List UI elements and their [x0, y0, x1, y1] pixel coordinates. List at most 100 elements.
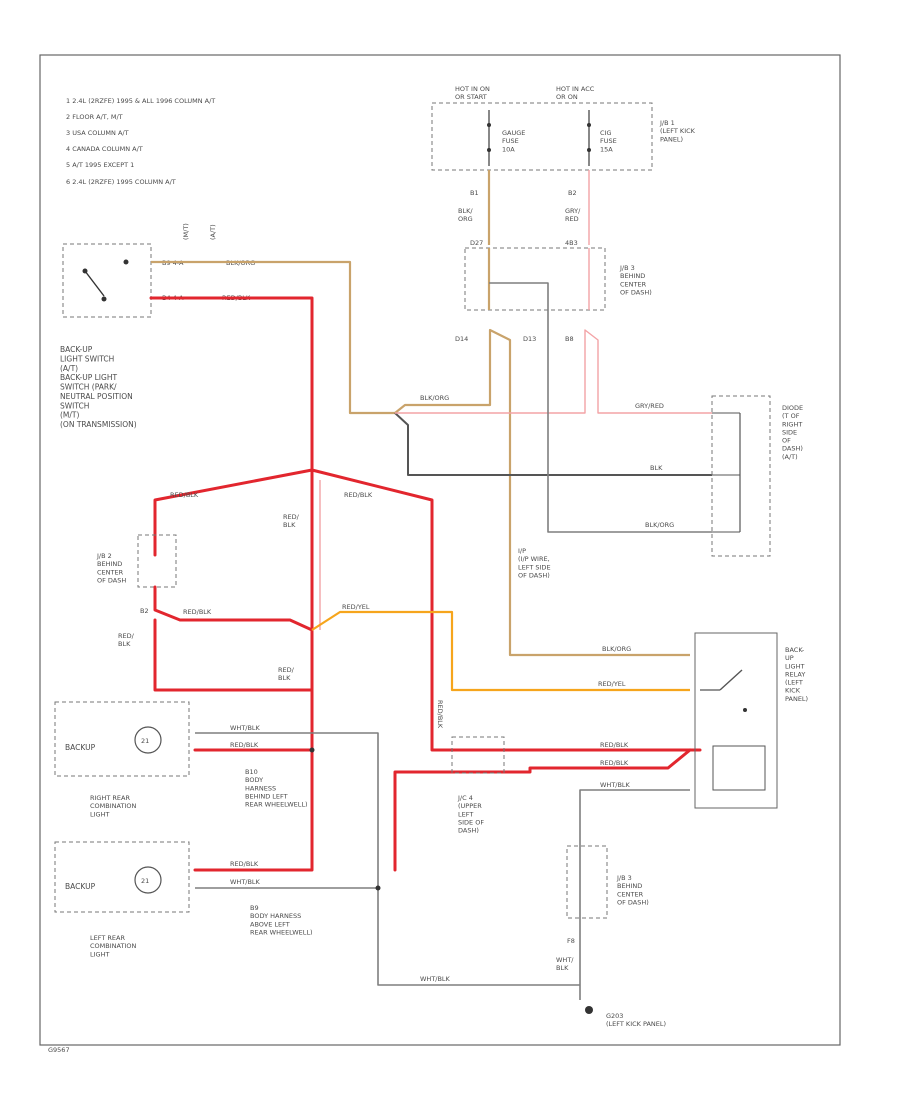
wire-red-blk-split-left: [153, 468, 314, 557]
text-line: OF: [782, 437, 791, 445]
wire-left-label: BLK/ORG: [458, 207, 473, 223]
wire-red-blk-split-right: [310, 468, 702, 752]
text-line: (A/T): [782, 453, 798, 461]
text-line: DIODE: [782, 404, 803, 412]
text-line: BLK: [118, 640, 131, 648]
text-line: BACK-: [785, 646, 805, 654]
right-lamp-wire-2: RED/BLK: [230, 741, 259, 749]
text-line: WHT/: [556, 956, 574, 964]
text-line: (M/T): [60, 411, 80, 420]
right-bulb-icon: [134, 726, 162, 754]
jc4-box: [451, 736, 505, 774]
text-line: OF DASH: [97, 576, 126, 584]
left-bulb-icon: [134, 866, 162, 894]
text-line: BEHIND: [617, 882, 642, 890]
text-line: FUSE: [502, 137, 519, 145]
text-line: BEHIND: [97, 560, 122, 568]
red-yel-label-2: RED/YEL: [598, 680, 626, 688]
text-line: LIGHT: [785, 662, 804, 670]
ground-wire-label: WHT/BLK: [420, 975, 451, 983]
wire-wht-blk-right-lamp: [195, 732, 580, 986]
text-line: BACK-UP LIGHT: [60, 373, 117, 382]
text-line: RED/: [283, 513, 300, 521]
text-line: RED: [565, 215, 579, 223]
wire-red-blk-vertical: [193, 468, 314, 872]
wire-blk-diode: [394, 412, 712, 476]
text-line: LEFT SIDE: [518, 563, 551, 571]
text-line: (LEFT KICK PANEL): [606, 1020, 666, 1028]
text-line: LIGHT: [90, 810, 109, 818]
text-line: B9: [250, 904, 259, 912]
left-lamp-box: [54, 841, 190, 913]
bridge-wire-label: BLK/ORG: [420, 394, 449, 402]
text-line: (I/P WIRE,: [518, 555, 550, 563]
text-line: FUSE: [600, 137, 617, 145]
jb3-box-bottom: [566, 845, 608, 919]
notes-list: 1 2.4L (2RZFE) 1995 & ALL 1996 COLUMN A/…: [66, 97, 215, 186]
gauge-fuse-icon: [487, 110, 491, 166]
text-line: (T OF: [782, 412, 800, 420]
wire-blk-org-bridge: [394, 328, 690, 657]
note-2: 2 FLOOR A/T, M/T: [66, 113, 123, 121]
wire-red-blk-to-relay: [393, 748, 692, 872]
conn-4b3: 4B3: [565, 239, 578, 247]
jb3-box-top: [464, 247, 606, 311]
text-line: BODY: [245, 776, 263, 784]
text-line: BLK: [556, 964, 569, 972]
left-lamp-wire-1: RED/BLK: [230, 860, 259, 868]
text-line: HARNESS: [245, 784, 276, 792]
right-backup-label: BACKUP: [65, 743, 96, 752]
text-line: BACK-UP: [60, 345, 93, 354]
text-line: SIDE OF: [458, 818, 484, 826]
cig-fuse-icon: [587, 110, 591, 166]
diagram-frame: [39, 54, 841, 1046]
red-blk-stack-1: RED/BLK: [283, 513, 300, 529]
note-6: 6 2.4L (2RZFE) 1995 COLUMN A/T: [66, 178, 176, 186]
right-bulb-number: 21: [141, 737, 149, 745]
text-line: 10A: [502, 145, 515, 153]
text-line: OF DASH): [620, 288, 652, 296]
text-line: RED/: [118, 632, 135, 640]
wire-right-label: GRY/RED: [565, 207, 581, 223]
text-line: BEHIND LEFT: [245, 792, 288, 800]
text-line: GRY/: [565, 207, 581, 215]
red-blk-vertical-label: RED/BLK: [436, 700, 444, 729]
text-line: J/C 4: [457, 794, 473, 802]
wire-red-yel: [311, 610, 690, 692]
right-lamp-wire-1: WHT/BLK: [230, 724, 261, 732]
text-line: HOT IN ON: [455, 85, 490, 93]
split-left-label: RED/BLK: [170, 491, 199, 499]
text-line: OF DASH): [518, 571, 550, 579]
switch-contact-icon: [82, 259, 129, 302]
text-line: UP: [785, 654, 794, 662]
text-line: BLK: [278, 674, 291, 682]
text-line: (LEFT: [785, 679, 803, 687]
diode-wire3: BLK/ORG: [645, 521, 674, 529]
text-line: SWITCH (PARK/: [60, 383, 117, 392]
text-line: (UPPER: [458, 802, 482, 810]
wire-wht-blk-relay: [579, 789, 690, 1000]
text-line: OR START: [455, 93, 487, 101]
diode-box: [711, 395, 771, 557]
conn-f8: F8: [567, 937, 575, 945]
text-line: LIGHT: [90, 950, 109, 958]
text-line: LEFT REAR: [90, 934, 125, 942]
wire-red-blk-main: [149, 296, 314, 472]
ip-wire-label: BLK/ORG: [602, 645, 631, 653]
wire-jb3-bus: [489, 282, 549, 330]
text-line: 15A: [600, 145, 613, 153]
text-line: PANEL): [660, 135, 683, 143]
conn-b8: B8: [565, 335, 574, 343]
note-1: 1 2.4L (2RZFE) 1995 & ALL 1996 COLUMN A/…: [66, 97, 215, 105]
splice-b10: [309, 747, 315, 753]
backup-switch-box: [62, 243, 152, 318]
text-line: OF DASH): [617, 898, 649, 906]
